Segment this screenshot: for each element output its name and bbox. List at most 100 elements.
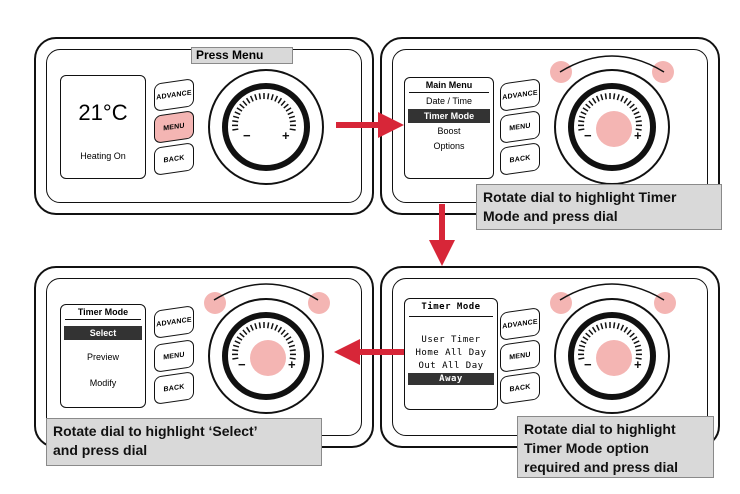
dial-tick (285, 336, 292, 341)
rotate-indicator-left (550, 292, 572, 314)
dial-tick (266, 93, 270, 100)
dial-tick (277, 326, 283, 333)
dial-tick (283, 332, 289, 338)
dial-tick (633, 340, 640, 345)
dial-tick (232, 128, 239, 131)
dial-tick (626, 329, 632, 335)
dial-tick (635, 349, 642, 352)
dial-tick (232, 115, 240, 119)
dial-tick (258, 93, 262, 100)
rotate-indicator-left (204, 292, 226, 314)
control-dial[interactable]: − + (208, 69, 324, 185)
arrow-step2-to-step3 (429, 204, 455, 266)
dial-tick (289, 120, 296, 123)
instruction-callout-step2: Rotate dial to highlight Timer Mode and … (476, 184, 722, 230)
dial-tick (289, 349, 296, 352)
control-dial[interactable]: − + (208, 298, 324, 414)
dial-tick (635, 120, 642, 123)
menu-item[interactable]: Preview (86, 352, 119, 362)
plus-symbol: + (282, 128, 290, 143)
dial-tick (283, 103, 289, 109)
control-dial[interactable]: − + (554, 69, 670, 185)
thermostat-panel-select: Timer Mode Select Preview Modify ADVANCE… (34, 266, 374, 448)
dial-tick (232, 120, 239, 123)
dial-tick (578, 115, 586, 119)
menu-title: Timer Mode (409, 299, 493, 317)
arrow-step1-to-step2 (336, 112, 404, 138)
dial-tick (277, 97, 283, 104)
dial-tick (280, 100, 286, 106)
dial-tick (588, 100, 594, 106)
dial-tick (620, 95, 625, 102)
dial-tick (635, 357, 642, 360)
dial-tick (266, 322, 270, 329)
menu-item[interactable]: Out All Day (418, 361, 484, 371)
menu-title: Timer Mode (65, 305, 141, 320)
dial-tick (631, 336, 638, 341)
dial-tick (234, 340, 241, 345)
dial-tick (232, 344, 240, 348)
dial-tick (254, 94, 258, 101)
dial-tick (236, 107, 243, 112)
dial-tick (232, 349, 239, 352)
dial-tick (578, 120, 585, 123)
menu-item-selected[interactable]: Select (64, 326, 142, 340)
minus-symbol: − (243, 128, 251, 143)
dial-tick (591, 326, 597, 333)
menu-item[interactable]: Date / Time (425, 96, 472, 106)
dial-tick (585, 332, 591, 338)
dial-tick (612, 93, 616, 100)
display-screen: 21°C Heating On (60, 75, 146, 179)
dial-tick (634, 344, 642, 348)
dial-tick (245, 97, 251, 104)
dial-tick (236, 336, 243, 341)
dial-tick (242, 329, 248, 335)
dial-tick (588, 329, 594, 335)
control-dial[interactable]: − + (554, 298, 670, 414)
menu-item-selected[interactable]: Away (408, 373, 494, 385)
dial-tick (270, 94, 274, 101)
dial-tick (254, 323, 258, 330)
menu-item[interactable]: Modify (89, 378, 117, 388)
dial-tick (620, 324, 625, 331)
dial-tick (595, 95, 600, 102)
menu-item-selected[interactable]: Timer Mode (408, 109, 490, 123)
dial-tick (591, 97, 597, 104)
dial-tick (289, 128, 296, 131)
dial-tick (585, 103, 591, 109)
dial-tick (582, 336, 589, 341)
display-screen: Timer Mode User Timer Home All Day Out A… (404, 298, 498, 410)
dial-tick (245, 326, 251, 333)
dial-tick (623, 97, 629, 104)
dial-tick (580, 340, 587, 345)
minus-symbol: − (584, 128, 592, 143)
plus-symbol: + (288, 357, 296, 372)
dial-tick (604, 322, 608, 329)
dial-tick (285, 107, 292, 112)
dial-tick (604, 93, 608, 100)
dial-tick (629, 103, 635, 109)
dial-tick (578, 357, 585, 360)
dial-tick (232, 357, 239, 360)
menu-item[interactable]: Options (433, 141, 465, 151)
menu-item[interactable]: Boost (437, 126, 461, 136)
dial-tick (289, 357, 296, 360)
dial-tick (633, 111, 640, 116)
dial-tick (288, 115, 296, 119)
thermostat-panel-home: 21°C Heating On ADVANCE MENU BACK − + (34, 37, 374, 215)
temperature-readout: 21°C (78, 100, 128, 125)
instruction-callout-step4: Rotate dial to highlight ‘Select’ and pr… (46, 418, 322, 466)
menu-title: Main Menu (409, 78, 489, 93)
arrow-step3-to-step4 (334, 339, 404, 365)
menu-item[interactable]: Home All Day (415, 348, 487, 358)
dial-tick (239, 332, 245, 338)
plus-symbol: + (634, 128, 642, 143)
dial-tick (631, 107, 638, 112)
dial-tick (274, 324, 279, 331)
menu-item[interactable]: User Timer (421, 335, 481, 345)
dial-tick (595, 324, 600, 331)
dial-tick (287, 111, 294, 116)
dial-tick (634, 115, 642, 119)
dial-tick (249, 95, 254, 102)
